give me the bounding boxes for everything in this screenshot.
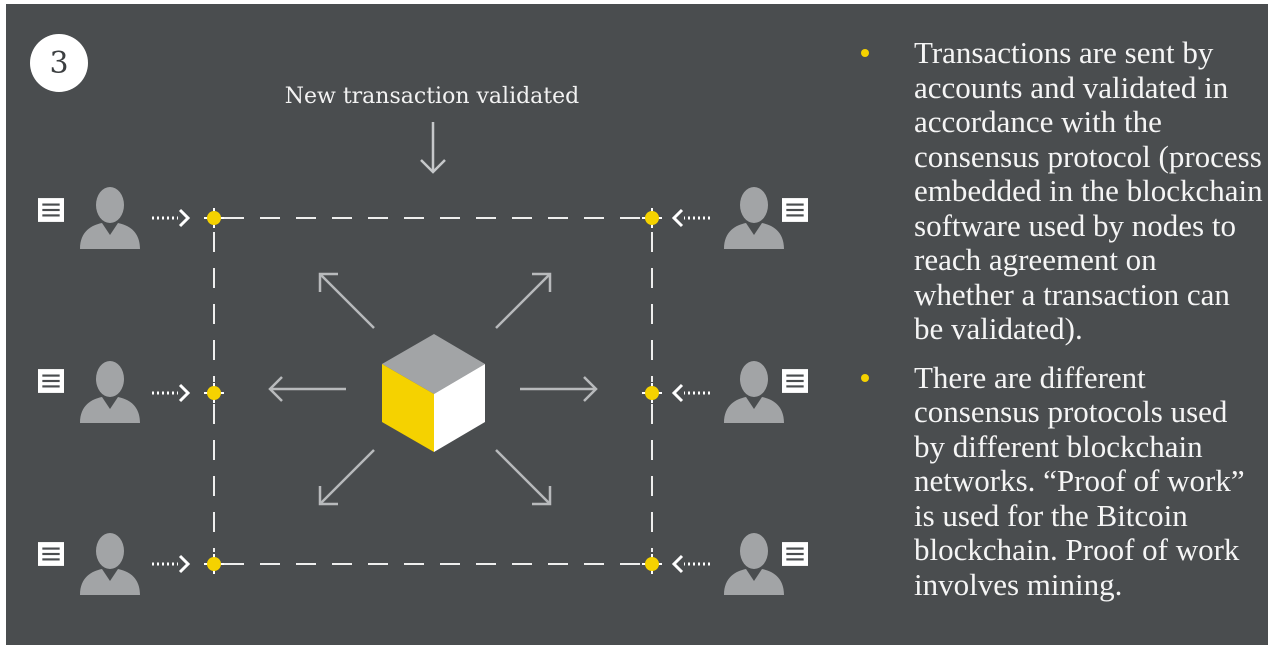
down-arrow-icon — [420, 122, 446, 174]
network-nodes — [204, 208, 662, 574]
account-right-middle — [672, 361, 808, 423]
person-icon — [724, 533, 784, 595]
bullet-icon — [861, 373, 869, 382]
broadcast-arrows — [268, 272, 598, 506]
network-diagram — [38, 122, 808, 595]
infographic-panel: 3 New transaction validated Transactions… — [6, 4, 1268, 645]
account-right-top — [672, 187, 808, 249]
step-number-badge: 3 — [30, 34, 88, 92]
arrow-down-right-icon — [495, 449, 552, 506]
arrow-right-icon — [152, 208, 190, 228]
document-icon — [38, 542, 64, 566]
account-left-middle — [38, 361, 190, 423]
diagram-caption: New transaction validated — [284, 84, 580, 109]
node-top-left — [204, 208, 224, 228]
arrow-left-icon — [672, 383, 710, 403]
bullet-icon — [861, 49, 869, 57]
arrow-left-icon — [672, 554, 710, 574]
person-icon — [80, 361, 140, 423]
list-item-text: There are different consensus protocols … — [914, 359, 1245, 602]
node-bottom-right — [642, 554, 662, 574]
node-middle-left — [204, 383, 224, 403]
network-links — [213, 217, 653, 565]
document-icon — [782, 369, 808, 393]
account-left-bottom — [38, 533, 190, 595]
explanation-list: Transactions are sent by accounts and va… — [854, 35, 1264, 616]
account-right-bottom — [672, 533, 808, 595]
arrow-up-right-icon — [495, 272, 552, 329]
node-top-right — [642, 208, 662, 228]
arrow-down-left-icon — [318, 449, 375, 506]
document-icon — [782, 198, 808, 222]
person-icon — [724, 187, 784, 249]
person-icon — [724, 361, 784, 423]
arrow-right-icon — [152, 383, 190, 403]
person-icon — [80, 187, 140, 249]
cube-icon — [382, 334, 485, 452]
arrow-left-icon — [672, 208, 710, 228]
document-icon — [782, 542, 808, 566]
list-item-text: Transactions are sent by accounts and va… — [914, 35, 1263, 346]
list-item: Transactions are sent by accounts and va… — [854, 35, 1264, 347]
node-middle-right — [642, 383, 662, 403]
arrow-right-icon — [520, 376, 598, 402]
arrow-right-icon — [152, 554, 190, 574]
arrow-left-icon — [268, 376, 346, 402]
account-left-top — [38, 187, 190, 249]
node-bottom-left — [204, 554, 224, 574]
person-icon — [80, 533, 140, 595]
arrow-up-left-icon — [318, 272, 375, 329]
list-item: There are different consensus protocols … — [854, 359, 1264, 603]
document-icon — [38, 198, 64, 222]
document-icon — [38, 369, 64, 393]
